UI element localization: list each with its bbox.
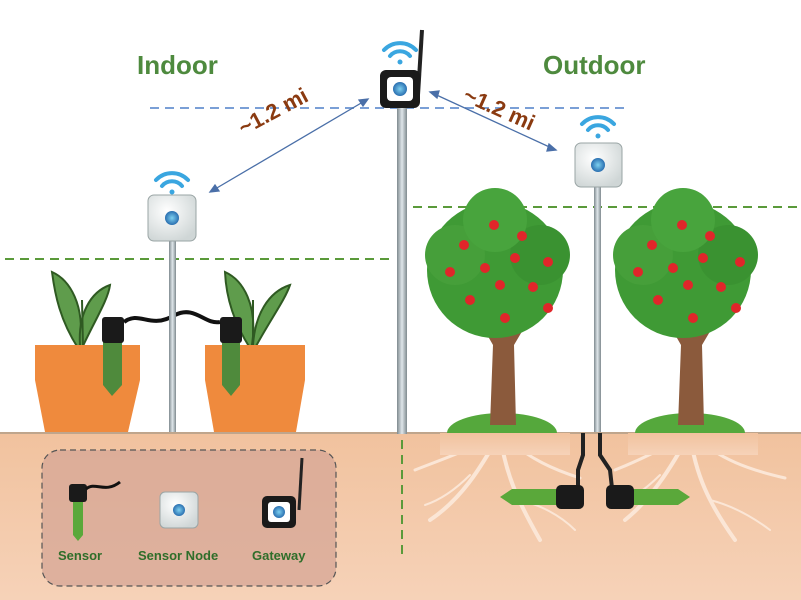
outdoor-node-pole bbox=[594, 182, 601, 432]
left-plant-icon bbox=[35, 270, 140, 432]
legend-sensor-icon bbox=[69, 480, 121, 541]
outdoor-sensors bbox=[500, 433, 690, 509]
indoor-sensor-node-icon bbox=[147, 194, 197, 242]
indoor-node-pole bbox=[169, 236, 176, 432]
gateway-icon bbox=[380, 29, 424, 108]
gateway-wifi-icon bbox=[382, 41, 418, 65]
right-plant-icon bbox=[205, 270, 305, 432]
apples bbox=[445, 220, 745, 323]
gateway-pole bbox=[397, 108, 407, 434]
outdoor-node-wifi-icon bbox=[580, 115, 616, 139]
distance-arrows bbox=[208, 90, 558, 193]
outdoor-sensor-node-icon bbox=[574, 142, 623, 188]
legend-gateway-label: Gateway bbox=[252, 548, 306, 563]
legend-sensor-node-icon bbox=[159, 491, 199, 529]
indoor-node-wifi-icon bbox=[154, 171, 190, 195]
legend-gateway-icon bbox=[262, 457, 304, 528]
legend-sensor-node-label: Sensor Node bbox=[138, 548, 219, 563]
right-tree-icon bbox=[613, 188, 758, 425]
outdoor-label: Outdoor bbox=[543, 50, 646, 80]
legend-sensor-label: Sensor bbox=[58, 548, 103, 563]
left-tree-icon bbox=[425, 188, 570, 425]
indoor-label: Indoor bbox=[137, 50, 218, 80]
